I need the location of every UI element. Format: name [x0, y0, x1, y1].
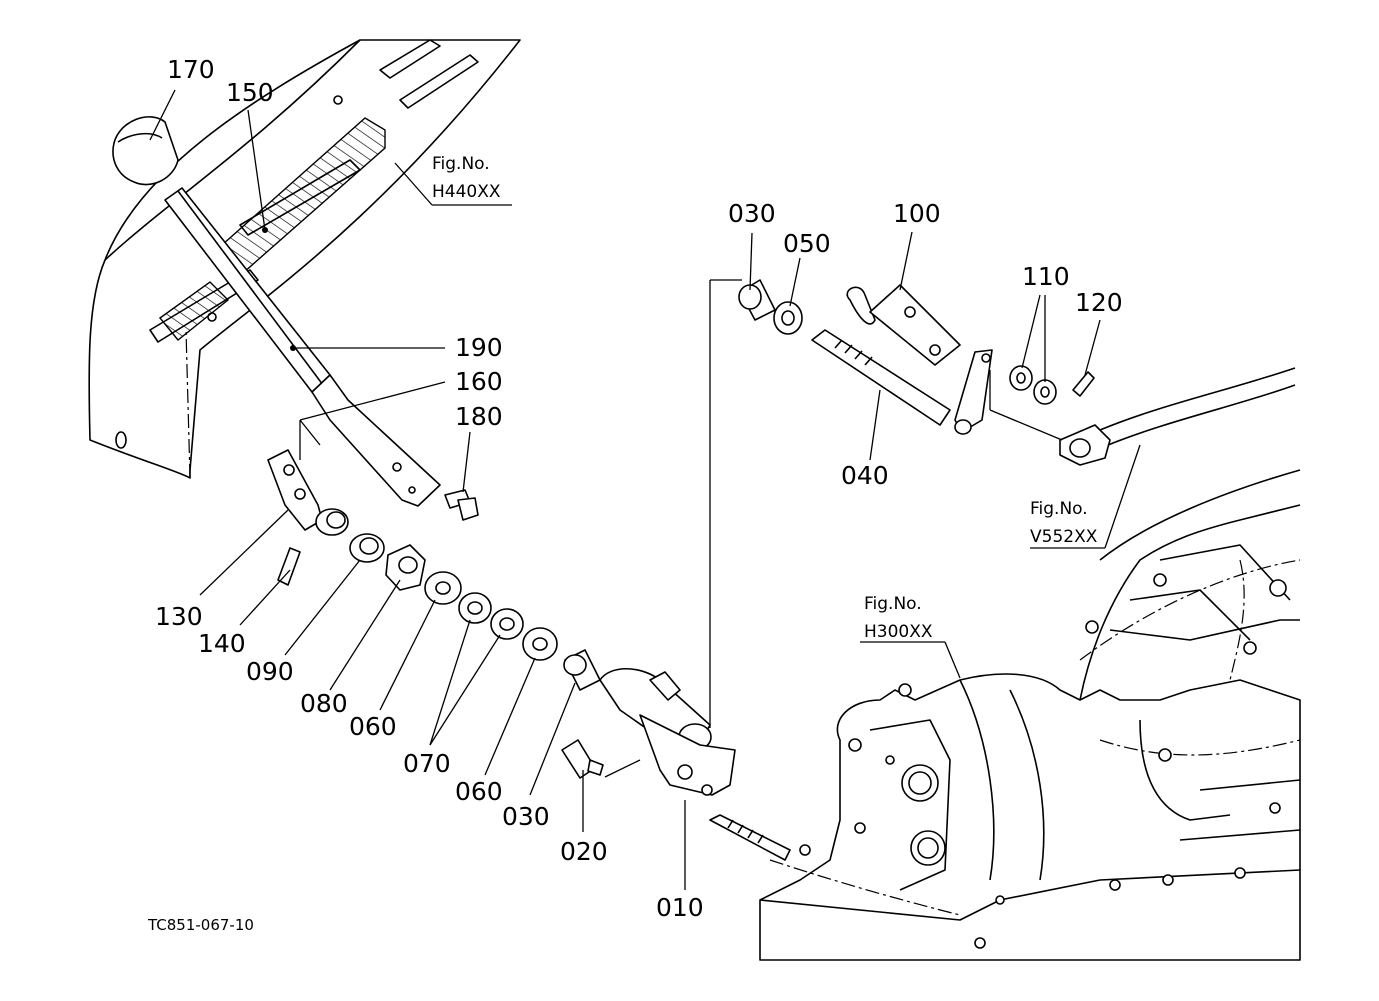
fitting-020 — [561, 739, 604, 779]
label-010: 010 — [656, 893, 704, 922]
washer-070b — [490, 608, 524, 640]
label-050: 050 — [783, 229, 831, 258]
knob-170 — [112, 116, 179, 186]
label-030b: 030 — [728, 199, 776, 228]
bracket-100 — [869, 284, 961, 366]
washer-050 — [773, 301, 803, 335]
lever-arm-160 — [311, 374, 441, 507]
hydraulic-housing — [709, 469, 1301, 961]
label-060b: 060 — [455, 777, 503, 806]
label-170: 170 — [167, 55, 215, 84]
svg-text:Fig.No.: Fig.No. — [864, 594, 922, 614]
fig-ref-v552: Fig.No. V552XX — [1030, 499, 1098, 547]
washers-110 — [1009, 365, 1057, 405]
pin-140 — [277, 547, 301, 586]
label-020: 020 — [560, 837, 608, 866]
collar-090 — [349, 533, 385, 563]
pivot-arm-010 — [599, 668, 736, 796]
svg-text:H300XX: H300XX — [864, 622, 933, 642]
label-100: 100 — [893, 199, 941, 228]
washer-070a — [458, 592, 492, 624]
label-140: 140 — [198, 629, 246, 658]
label-110: 110 — [1022, 262, 1070, 291]
washer-060b — [522, 627, 558, 661]
label-030a: 030 — [502, 802, 550, 831]
bushing-030a — [563, 649, 601, 691]
label-040: 040 — [841, 461, 889, 490]
label-080: 080 — [300, 689, 348, 718]
bracket-130 — [267, 449, 349, 536]
cotter-pin-120 — [1072, 371, 1095, 397]
bolt-180 — [444, 489, 479, 521]
label-150: 150 — [226, 78, 274, 107]
link-rod-v552 — [1059, 367, 1296, 466]
fig-ref-h440: Fig.No. H440XX — [432, 154, 501, 202]
svg-text:V552XX: V552XX — [1030, 527, 1098, 547]
washer-060a — [424, 571, 462, 605]
lever-assembly — [112, 116, 441, 507]
label-120: 120 — [1075, 288, 1123, 317]
bushing-030b — [738, 279, 776, 321]
fig-ref-h300: Fig.No. H300XX — [864, 594, 933, 642]
fender-guide-plate — [88, 39, 521, 479]
label-090: 090 — [246, 657, 294, 686]
label-160: 160 — [455, 367, 503, 396]
label-070: 070 — [403, 749, 451, 778]
callout-labels: 170 150 190 160 180 130 140 090 080 060 … — [155, 55, 1123, 922]
leader-lines — [149, 89, 1141, 890]
clip-pin — [846, 286, 876, 325]
shaft-040 — [811, 329, 993, 435]
label-060a: 060 — [349, 712, 397, 741]
drawing-code: TC851-067-10 — [147, 916, 254, 934]
label-190: 190 — [455, 333, 503, 362]
svg-text:Fig.No.: Fig.No. — [432, 154, 490, 174]
label-180: 180 — [455, 402, 503, 431]
nut-080 — [385, 544, 426, 591]
label-130: 130 — [155, 602, 203, 631]
svg-text:Fig.No.: Fig.No. — [1030, 499, 1088, 519]
svg-text:H440XX: H440XX — [432, 182, 501, 202]
